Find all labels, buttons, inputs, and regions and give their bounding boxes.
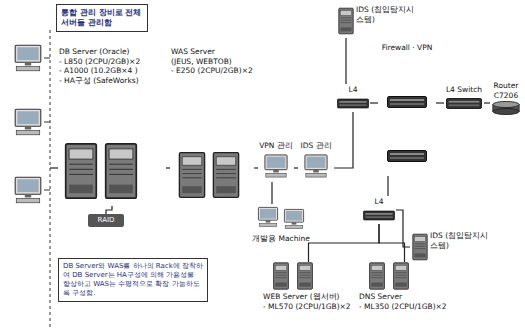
node-label: - A1000 (10.2GB×4 )	[59, 66, 165, 76]
pc-link	[44, 190, 50, 191]
ids-node: IDS (침입탐지시스템)	[336, 4, 422, 38]
node-label: - L850 (2CPU/2GB)×2	[59, 57, 165, 67]
bus-line	[50, 167, 58, 168]
node-label: L4	[363, 197, 395, 207]
web-server-icon	[274, 263, 289, 289]
node-label: DB Server와 WAS를 하나의 Rack에 장착하여 DB Server…	[63, 262, 203, 298]
dev-machine-icon	[284, 209, 303, 228]
network-link	[484, 102, 490, 103]
network-link	[166, 167, 170, 168]
l4-switch-icon	[446, 99, 481, 109]
node-label: - HA구성 (SafeWorks)	[59, 76, 165, 86]
node-label: 통합 관리 장비로 전체 서버들 관리함	[61, 8, 143, 28]
node-label: (JEUS, WEBTOB)	[171, 57, 253, 67]
firewall-node: Firewall · VPN	[378, 42, 436, 176]
router-node: Router C7206	[490, 80, 522, 116]
node-label: L4	[337, 85, 369, 95]
network-link	[106, 206, 112, 214]
network-link	[309, 224, 380, 262]
note-box: 통합 관리 장비로 전체 서버들 관리함	[56, 4, 148, 32]
pc-link	[44, 58, 50, 59]
note-box: DB Server와 WAS를 하나의 Rack에 장착하여 DB Server…	[58, 258, 208, 302]
server-group: DNS Server- ML350 (2CPU/1GB)×2	[358, 262, 451, 312]
node-label: - ML350 (2CPU/1GB)×2	[359, 302, 450, 312]
db-server-icon	[106, 144, 137, 198]
node-label: Firewall · VPN	[379, 43, 435, 53]
node-label: IDS (침입탐지시스템)	[430, 231, 495, 250]
network-link	[294, 167, 298, 168]
ids-node: IDS (침입탐지시스템)	[410, 230, 496, 264]
server-group: WAS Server(JEUS, WEBTOB)- E250 (2CPU/2GB…	[170, 46, 254, 204]
node-label: - ML570 (2CPU/1GB)×2	[263, 302, 354, 312]
dns-server-icon	[370, 263, 385, 289]
pc-icon	[15, 177, 41, 203]
node-label: RAID	[92, 216, 120, 225]
ids-console-icon	[305, 155, 327, 177]
network-link	[370, 102, 378, 103]
firewall-icon	[388, 97, 427, 108]
vpn-console-icon	[265, 155, 287, 177]
pc-icon	[15, 45, 41, 71]
node-label: WAS Server	[171, 47, 253, 57]
node-label: VPN 관리	[259, 141, 293, 151]
node-label: L4 Switch	[445, 85, 483, 95]
dev-machine-node: 개발용 Machine	[250, 204, 312, 245]
server-group: WEB Server (웹서버)- ML570 (2CPU/1GB)×2	[262, 262, 355, 312]
ids-icon	[413, 234, 427, 260]
network-link	[345, 38, 346, 84]
dns-server-icon	[394, 263, 409, 289]
server-group: DB Server (Oracle)- L850 (2CPU/2GB)×2- A…	[58, 46, 166, 206]
db-server-icon	[66, 144, 97, 198]
dev-machine-icon	[258, 207, 277, 226]
console-node: VPN 관리	[258, 140, 294, 182]
node-label: WEB Server (웹서버)	[263, 292, 354, 302]
ids-icon	[339, 8, 353, 34]
node-label: IDS (침입탐지시스템)	[356, 5, 421, 24]
node-label: Router C7206	[491, 81, 521, 100]
web-server-icon	[298, 263, 313, 289]
network-link	[379, 224, 405, 262]
switch-node: L4 Switch	[444, 84, 484, 112]
l4-switch-icon	[363, 211, 394, 220]
was-server-icon	[179, 153, 204, 198]
switch-node: L4	[336, 84, 370, 112]
lan-line	[50, 30, 51, 330]
network-link	[387, 176, 388, 196]
pc-icon	[15, 109, 41, 135]
network-link	[271, 182, 272, 204]
node-label: - E250 (2CPU/2GB)×2	[171, 66, 253, 76]
network-link	[436, 102, 444, 103]
network-link	[254, 167, 258, 168]
storage-box: RAID	[88, 214, 124, 227]
node-label: DB Server (Oracle)	[59, 47, 165, 57]
was-server-icon	[213, 153, 238, 198]
network-link	[396, 210, 410, 247]
node-label: IDS 관리	[299, 141, 333, 151]
network-link	[334, 112, 353, 168]
pc-link	[44, 122, 50, 123]
switch-node: L4	[362, 196, 396, 224]
firewall-icon	[388, 151, 427, 162]
node-label: 개발용 Machine	[251, 234, 311, 244]
l4-switch-icon	[337, 99, 368, 108]
console-node: IDS 관리	[298, 140, 334, 182]
router-icon	[493, 101, 519, 114]
node-label: DNS Server	[359, 292, 450, 302]
